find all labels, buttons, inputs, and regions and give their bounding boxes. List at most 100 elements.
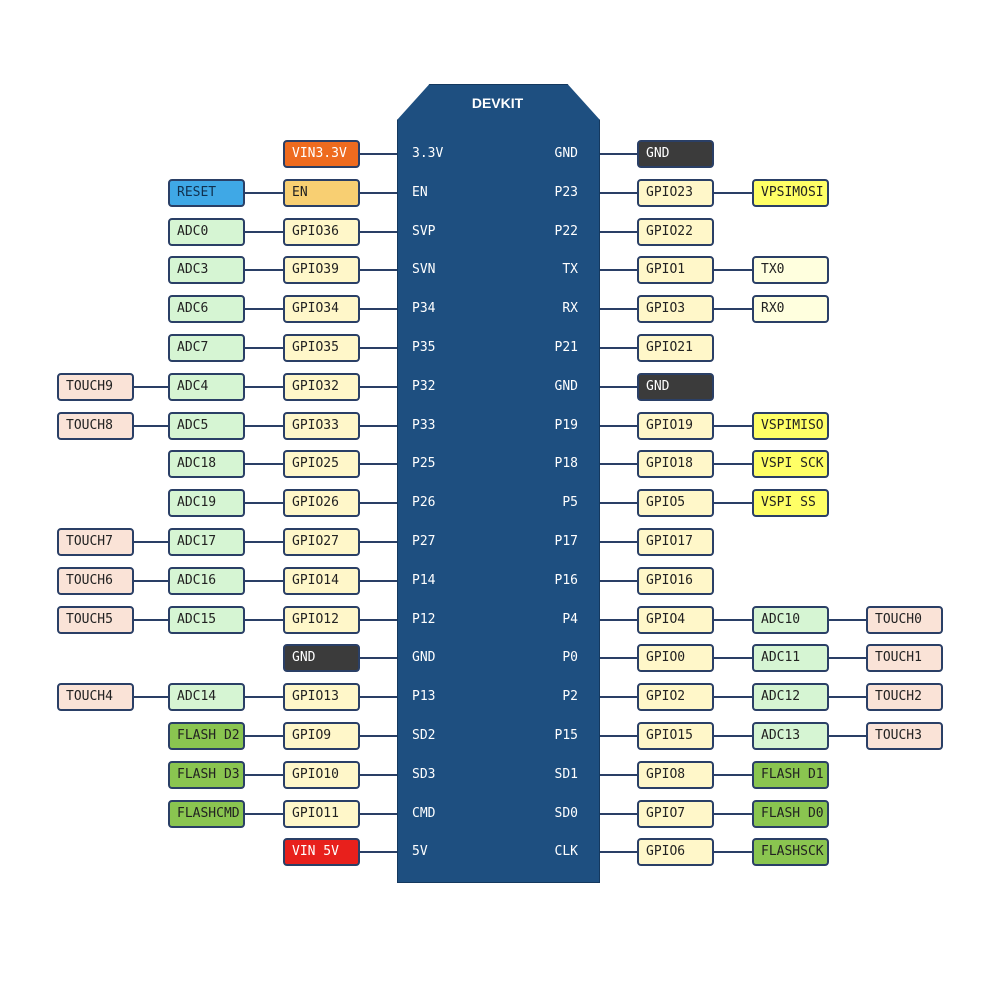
pin-connector: [598, 657, 637, 659]
pin-label-p32: P32: [412, 379, 436, 394]
tag-connector: [714, 192, 752, 194]
reset-tag-reset: RESET: [168, 179, 245, 207]
pin-connector: [598, 386, 637, 388]
pin-connector: [360, 308, 397, 310]
pin-label-sd0: SD0: [554, 806, 578, 821]
gpio-tag-gpio26: GPIO26: [283, 489, 360, 517]
tag-connector: [245, 347, 283, 349]
pin-connector: [360, 502, 397, 504]
pin-label-sd2: SD2: [412, 728, 436, 743]
pin-connector: [598, 580, 637, 582]
pin-connector: [598, 696, 637, 698]
tag-connector: [245, 386, 283, 388]
pin-connector: [360, 231, 397, 233]
pin-label-p21: P21: [554, 340, 578, 355]
pin-label-p4: P4: [562, 612, 578, 627]
pin-connector: [360, 813, 397, 815]
gpio-tag-gpio6: GPIO6: [637, 838, 714, 866]
tag-connector: [134, 580, 168, 582]
gpio-tag-gpio4: GPIO4: [637, 606, 714, 634]
power5v-tag-vin-5v: VIN 5V: [283, 838, 360, 866]
pin-label-p16: P16: [554, 573, 578, 588]
spi-tag-vspi-ss: VSPI SS: [752, 489, 829, 517]
power3v3-tag-vin3-3v: VIN3.3V: [283, 140, 360, 168]
adc-tag-adc3: ADC3: [168, 256, 245, 284]
flash-tag-flashcmd: FLASHCMD: [168, 800, 245, 828]
pin-connector: [598, 231, 637, 233]
flash-tag-flash-d1: FLASH D1: [752, 761, 829, 789]
touch-tag-touch7: TOUCH7: [57, 528, 134, 556]
tag-connector: [829, 619, 866, 621]
pin-connector: [360, 619, 397, 621]
gnd-tag-gnd: GND: [637, 140, 714, 168]
gpio-tag-gpio10: GPIO10: [283, 761, 360, 789]
pin-connector: [598, 735, 637, 737]
tag-connector: [245, 425, 283, 427]
pin-label-p2: P2: [562, 689, 578, 704]
pin-label-p18: P18: [554, 456, 578, 471]
pin-connector: [598, 502, 637, 504]
flash-tag-flash-d3: FLASH D3: [168, 761, 245, 789]
gpio-tag-gpio36: GPIO36: [283, 218, 360, 246]
tag-connector: [714, 657, 752, 659]
gpio-tag-gpio7: GPIO7: [637, 800, 714, 828]
tag-connector: [714, 813, 752, 815]
pin-connector: [598, 463, 637, 465]
pin-label-p5: P5: [562, 495, 578, 510]
tag-connector: [714, 502, 752, 504]
pin-label-gnd: GND: [554, 146, 578, 161]
adc-tag-adc13: ADC13: [752, 722, 829, 750]
pin-connector: [598, 813, 637, 815]
gpio-tag-gpio12: GPIO12: [283, 606, 360, 634]
pin-connector: [360, 153, 397, 155]
touch-tag-touch3: TOUCH3: [866, 722, 943, 750]
touch-tag-touch6: TOUCH6: [57, 567, 134, 595]
pin-label-p27: P27: [412, 534, 436, 549]
pin-connector: [598, 425, 637, 427]
board-title: DEVKIT: [471, 95, 524, 111]
gpio-tag-gpio17: GPIO17: [637, 528, 714, 556]
pin-label-p33: P33: [412, 418, 436, 433]
gpio-tag-gpio25: GPIO25: [283, 450, 360, 478]
flash-tag-flashsck: FLASHSCK: [752, 838, 829, 866]
gpio-tag-gpio27: GPIO27: [283, 528, 360, 556]
gnd-tag-gnd: GND: [637, 373, 714, 401]
touch-tag-touch4: TOUCH4: [57, 683, 134, 711]
gpio-tag-gpio18: GPIO18: [637, 450, 714, 478]
gpio-tag-gpio32: GPIO32: [283, 373, 360, 401]
pin-connector: [598, 774, 637, 776]
pin-label-p12: P12: [412, 612, 436, 627]
pin-connector: [598, 192, 637, 194]
pin-label-p26: P26: [412, 495, 436, 510]
tag-connector: [714, 735, 752, 737]
pin-connector: [360, 696, 397, 698]
touch-tag-touch9: TOUCH9: [57, 373, 134, 401]
pin-label-svp: SVP: [412, 224, 436, 239]
pin-connector: [360, 269, 397, 271]
gpio-tag-gpio16: GPIO16: [637, 567, 714, 595]
gpio-tag-gpio1: GPIO1: [637, 256, 714, 284]
pin-connector: [360, 580, 397, 582]
gpio-tag-gpio33: GPIO33: [283, 412, 360, 440]
pin-label-sd1: SD1: [554, 767, 578, 782]
pin-label-sd3: SD3: [412, 767, 436, 782]
adc-tag-adc15: ADC15: [168, 606, 245, 634]
gpio-tag-gpio8: GPIO8: [637, 761, 714, 789]
gnd-tag-gnd: GND: [283, 644, 360, 672]
tag-connector: [245, 231, 283, 233]
tag-connector: [714, 308, 752, 310]
pin-label-gnd: GND: [412, 650, 436, 665]
pin-label-p25: P25: [412, 456, 436, 471]
pin-connector: [360, 735, 397, 737]
pin-connector: [360, 192, 397, 194]
pin-label-5v: 5V: [412, 844, 428, 859]
pin-connector: [598, 541, 637, 543]
pin-connector: [360, 657, 397, 659]
tag-connector: [829, 735, 866, 737]
pin-label-svn: SVN: [412, 262, 436, 277]
tag-connector: [245, 580, 283, 582]
pin-connector: [360, 851, 397, 853]
gpio-tag-gpio0: GPIO0: [637, 644, 714, 672]
adc-tag-adc12: ADC12: [752, 683, 829, 711]
pin-label-p15: P15: [554, 728, 578, 743]
